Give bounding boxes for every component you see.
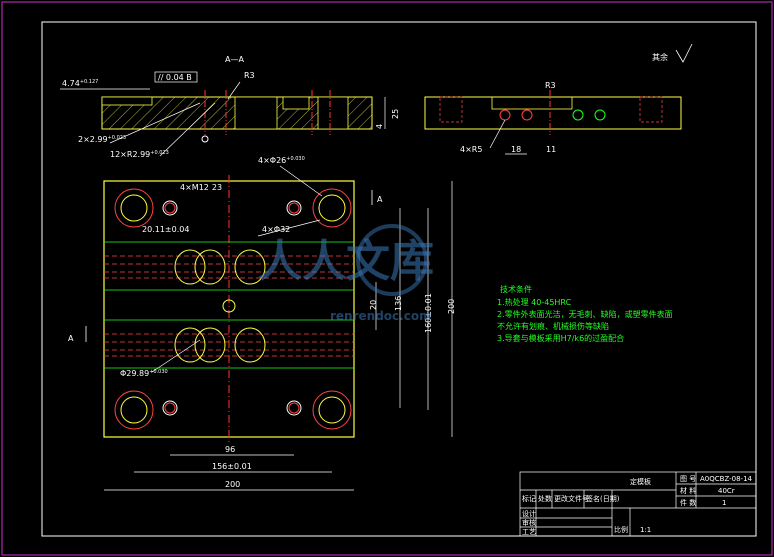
- side-label-review: 审核: [522, 518, 536, 527]
- part-name: 定模板: [630, 477, 651, 486]
- dim-4: 4: [375, 124, 384, 129]
- sheet-inner-border: [41, 21, 757, 537]
- notes-title: 技术条件: [500, 284, 532, 294]
- slot-depth-label: 4.74+0.127: [62, 79, 98, 88]
- parallelism-frame: // 0.04 B: [158, 73, 192, 82]
- arrow-label-left: A: [68, 334, 74, 343]
- row-label-sign: 签名(日期): [586, 494, 620, 503]
- row-label-count: 处数: [538, 494, 552, 503]
- quantity-label: 件 数: [680, 498, 696, 507]
- d29-label: Φ29.89+0.030: [120, 369, 168, 378]
- dim-156: 156±0.01: [212, 462, 252, 471]
- dim-25: 25: [391, 109, 400, 119]
- holes-2x-label: 2×2.99+0.023: [78, 135, 126, 144]
- note-3: 不允许有划痕、机械损伤等缺陷: [497, 321, 609, 331]
- side-dim-11: 11: [546, 145, 556, 154]
- vdim-20: 20: [369, 300, 378, 310]
- vdim-136: 136: [394, 296, 403, 311]
- side-dim-18: 18: [511, 145, 521, 154]
- roughness-note: 其余: [652, 52, 668, 62]
- quantity: 1: [722, 499, 726, 507]
- drawing-no-label: 图 号: [680, 475, 696, 483]
- side-label-approve: 比例: [614, 525, 628, 534]
- technical-notes: 技术条件 1.热处理 40-45HRC 2.零件外表面光洁，无毛刺、缺陷，或塑零…: [497, 284, 673, 343]
- roughness-symbol-icon: [675, 43, 693, 63]
- note-4: 3.导套与模板采用H7/k6的过盈配合: [497, 333, 624, 343]
- r3-label: R3: [244, 71, 255, 80]
- material: 40Cr: [718, 487, 735, 495]
- vdim-200: 200: [447, 299, 456, 314]
- watermark-text: 人人文库: [258, 236, 434, 287]
- d32-label: 4×Φ32: [262, 225, 290, 234]
- dim-96: 96: [225, 445, 235, 454]
- side-label-design: 设计: [522, 509, 536, 518]
- vdim-160: 160±0.01: [424, 293, 433, 333]
- title-block: [519, 471, 757, 537]
- side-view: R3 4×R5 18 11: [424, 81, 682, 155]
- holes-12x-label: 12×R2.99+0.023: [110, 150, 169, 159]
- side-r5-label: 4×R5: [460, 145, 482, 154]
- scale-value: 1:1: [640, 526, 651, 534]
- material-label: 材 料: [680, 486, 696, 495]
- spacing-label: 20.11±0.04: [142, 225, 189, 234]
- note-1: 1.热处理 40-45HRC: [497, 297, 572, 307]
- watermark-sub: renrendoc.com: [330, 309, 432, 323]
- arrow-label-top: A: [377, 195, 383, 204]
- note-2: 2.零件外表面光洁，无毛刺、缺陷，或塑零件表面: [497, 309, 673, 319]
- row-label-change: 更改文件号: [554, 494, 589, 503]
- section-view-a-a: A—A 4.74+0.127 // 0.04 B R3 2×2.99+0.023…: [60, 55, 400, 159]
- section-title: A—A: [225, 55, 244, 64]
- row-label-mark: 标记: [522, 494, 536, 503]
- dim-200: 200: [225, 480, 240, 489]
- d26-label: 4×Φ26+0.030: [258, 156, 305, 165]
- side-label-process: 工艺: [522, 528, 536, 536]
- watermark: 人人文库 renrendoc.com: [258, 224, 434, 323]
- side-r3-label: R3: [545, 81, 556, 90]
- drawing-no: A0QCBZ-08-14: [700, 475, 753, 483]
